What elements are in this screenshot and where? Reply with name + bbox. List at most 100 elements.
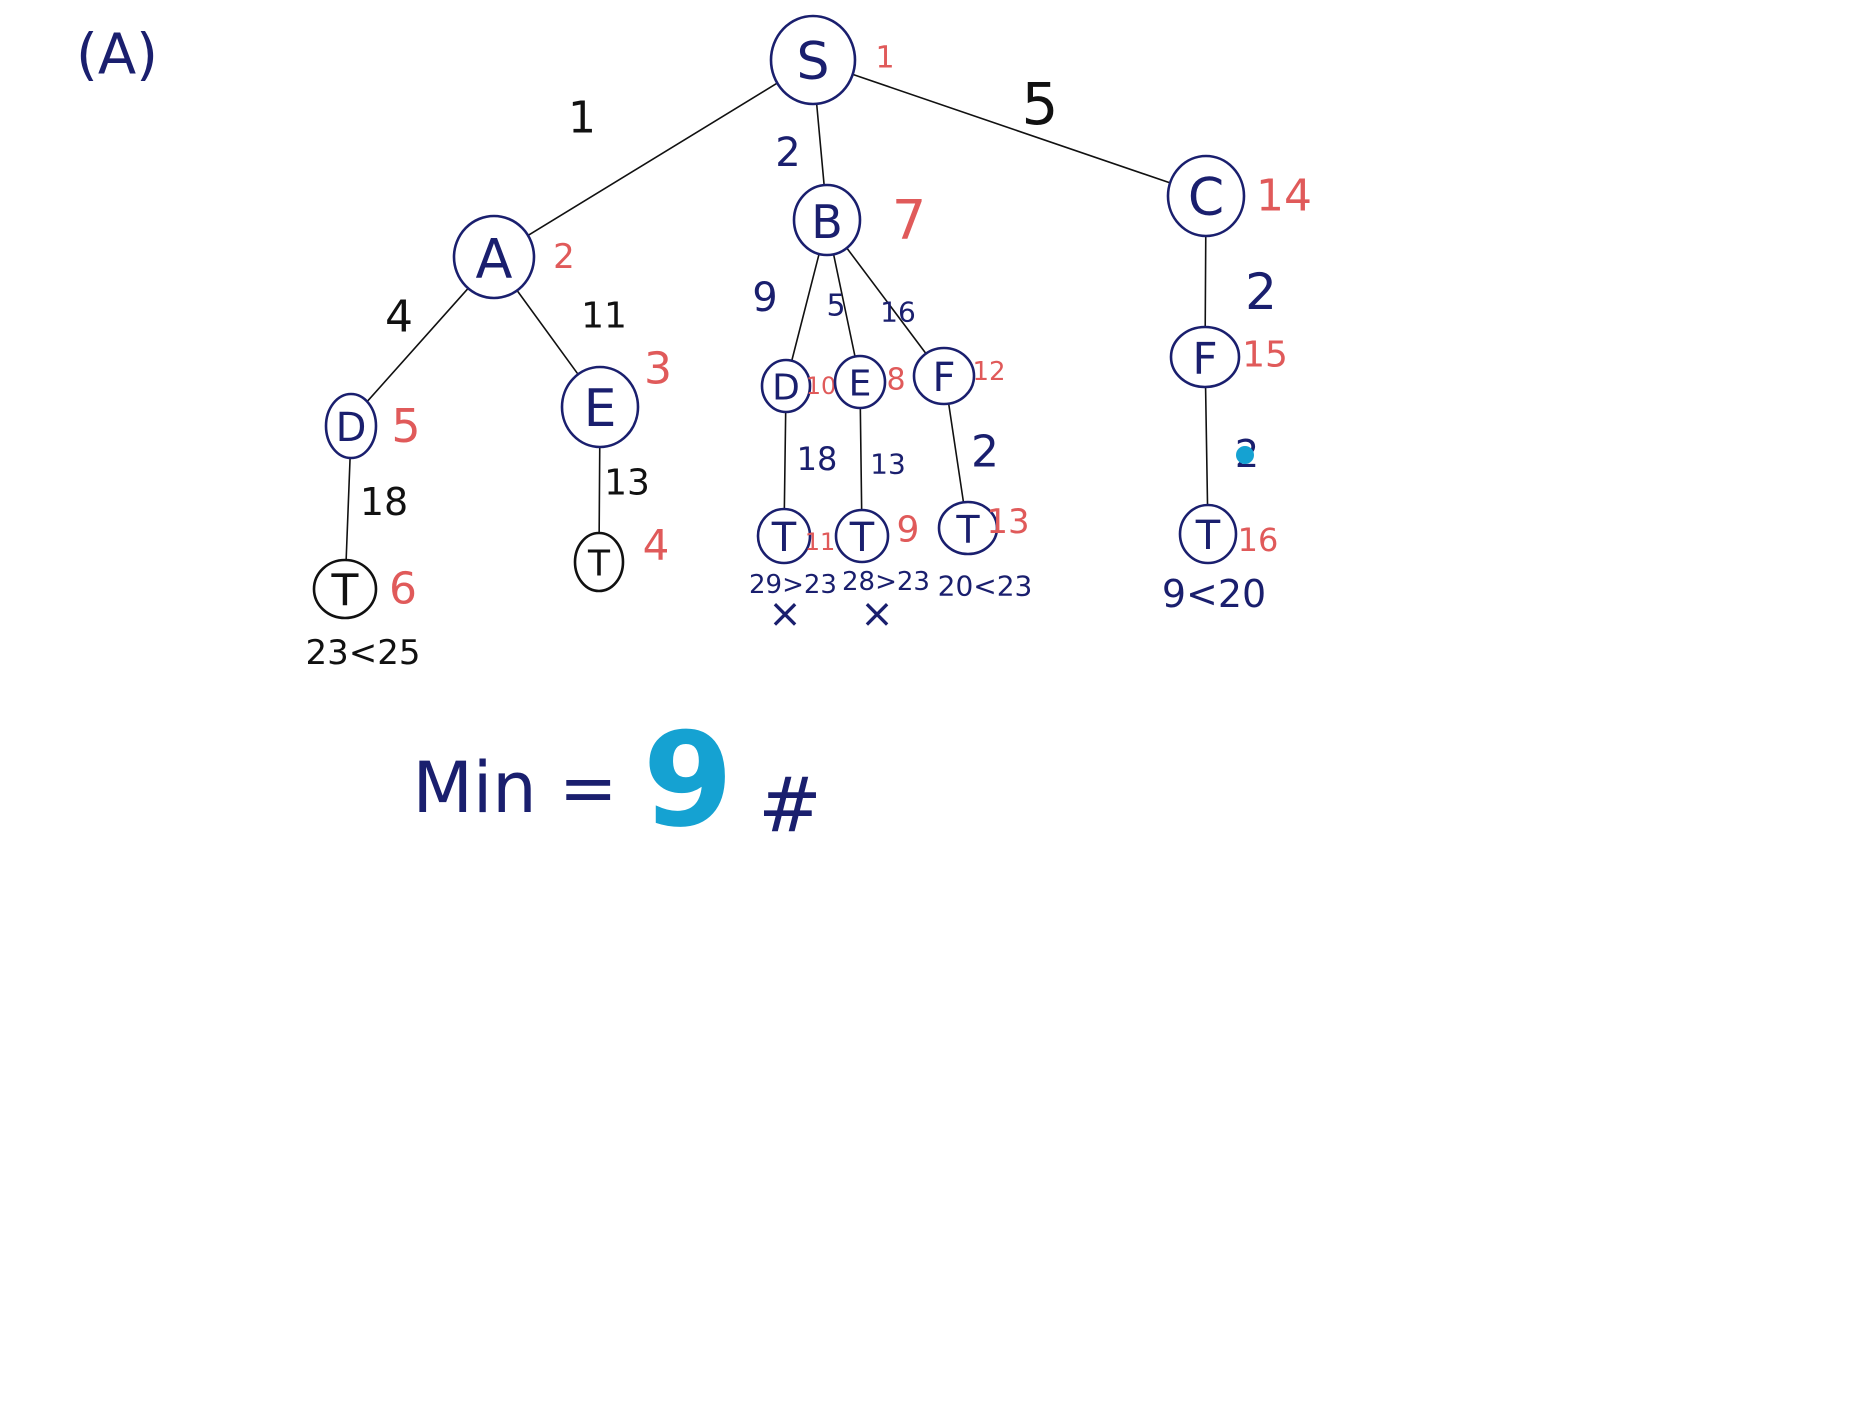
node-label-ae: E: [584, 379, 617, 439]
node-circle-cft: [1178, 503, 1238, 565]
visit-order-bdt: 11: [805, 528, 836, 556]
visit-order-c: 14: [1256, 171, 1312, 222]
node-circle-aet: [573, 531, 625, 593]
path-note-adt: 23<25: [305, 633, 420, 673]
node-label-ad: D: [336, 405, 367, 451]
node-label-bf: F: [932, 355, 955, 401]
edge-weight-s-a: 1: [568, 93, 596, 144]
visit-order-adt: 6: [389, 564, 417, 615]
node-label-c: C: [1188, 168, 1224, 228]
node-circle-a: [452, 214, 536, 300]
visit-order-bft: 13: [986, 502, 1029, 542]
result-label: Min =: [412, 747, 617, 829]
edge-s-a: [527, 82, 779, 237]
node-circle-b: [792, 183, 862, 257]
edge-weight-c-cf: 2: [1245, 263, 1277, 321]
part-label: (A): [76, 23, 158, 88]
node-circle-ad: [324, 392, 378, 460]
path-note-bet: 28>23: [842, 567, 930, 597]
edge-weight-be-bet: 13: [870, 448, 906, 481]
node-circle-be: [833, 354, 887, 410]
edge-be-bet: [859, 407, 863, 511]
node-circle-bd: [760, 358, 812, 414]
node-label-bet: T: [849, 515, 875, 561]
node-circle-bft: [937, 500, 999, 556]
edge-bf-bft: [947, 402, 965, 504]
node-cf: F 15: [1169, 325, 1288, 389]
edges-layer: 125411181395161813222: [345, 70, 1277, 561]
edge-a-ad: [366, 287, 469, 403]
edge-weight-bd-bdt: 18: [797, 440, 838, 478]
edge-b-bd: [790, 253, 820, 362]
result-value: 9: [643, 704, 733, 856]
node-label-bd: D: [772, 368, 800, 409]
node-circle-adt: [312, 558, 378, 620]
path-note-bft: 20<23: [938, 570, 1033, 603]
edge-weight-s-c: 5: [1022, 70, 1059, 138]
visit-order-bet: 9: [897, 510, 920, 551]
edge-weight-b-be: 5: [826, 289, 845, 324]
edge-weight-b-bf: 16: [880, 296, 916, 329]
node-label-a: A: [476, 228, 513, 291]
edge-weight-a-ae: 11: [581, 296, 627, 337]
reject-mark-bet: ×: [860, 591, 894, 637]
visit-order-bd: 10: [806, 372, 837, 400]
node-circle-ae: [560, 365, 640, 449]
visit-order-aet: 4: [643, 521, 670, 570]
edge-cf-cft: [1204, 386, 1209, 506]
highlight-dot: [1236, 446, 1254, 464]
result-suffix: #: [758, 761, 822, 850]
visit-order-s: 1: [875, 41, 894, 76]
edge-s-b: [815, 103, 825, 186]
node-label-be: E: [849, 364, 872, 405]
edge-weight-ae-aet: 13: [604, 463, 650, 504]
path-note-cft: 9<20: [1162, 572, 1266, 616]
node-circle-bf: [912, 346, 976, 406]
visit-order-ad: 5: [391, 399, 420, 453]
edge-a-ae: [516, 289, 579, 376]
node-label-aet: T: [587, 544, 611, 585]
path-note-bdt: 29>23: [749, 570, 837, 600]
node-label-b: B: [811, 195, 843, 249]
edge-ae-aet: [598, 446, 601, 534]
edge-ad-adt: [345, 457, 351, 561]
node-label-cf: F: [1192, 334, 1217, 385]
edge-b-be: [832, 253, 856, 358]
node-circle-bet: [834, 508, 890, 564]
edge-bd-bdt: [783, 411, 787, 510]
node-ae: E3: [560, 344, 672, 449]
edge-weight-ad-adt: 18: [360, 480, 408, 524]
visit-order-b: 7: [892, 189, 926, 252]
node-circle-c: [1166, 154, 1246, 238]
visit-order-bf: 12: [972, 357, 1005, 387]
visit-order-be: 8: [886, 363, 905, 398]
node-bf: F 12: [912, 346, 1006, 406]
edge-c-cf: [1204, 235, 1207, 328]
node-label-bdt: T: [771, 515, 797, 561]
node-bdt: T 11: [756, 507, 836, 565]
reject-mark-bdt: ×: [768, 591, 802, 637]
node-c: C 14: [1166, 154, 1312, 238]
visit-order-a: 2: [553, 237, 575, 277]
edge-s-c: [851, 73, 1171, 184]
result-formula: Min = 9 #: [412, 704, 821, 856]
edge-b-bf: [845, 247, 927, 355]
edge-weight-s-b: 2: [775, 130, 800, 176]
visit-order-ae: 3: [644, 344, 672, 395]
node-circle-s: [769, 14, 857, 106]
visit-order-cf: 15: [1242, 335, 1288, 376]
